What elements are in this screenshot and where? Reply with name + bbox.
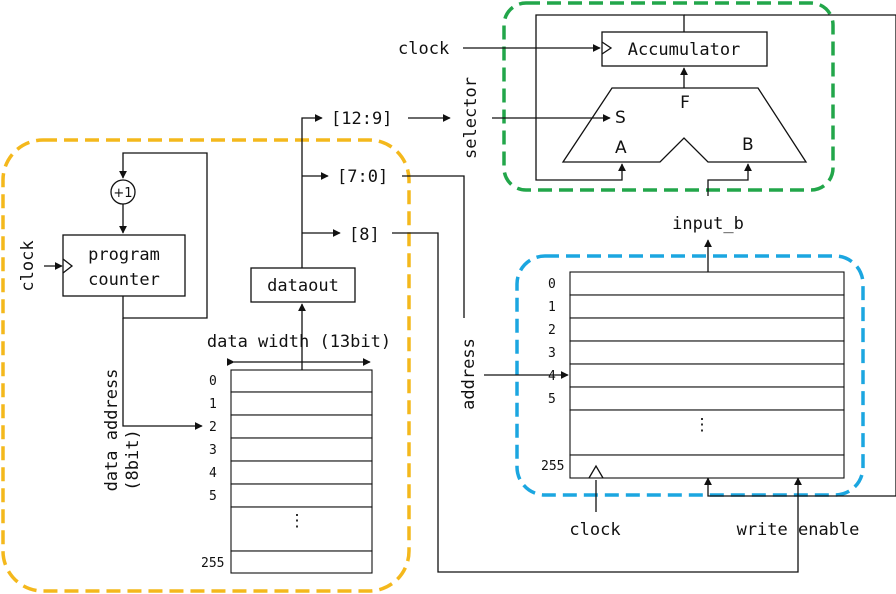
data-memory-row-label: 1 bbox=[548, 300, 556, 315]
data-memory-cell-5 bbox=[569, 386, 845, 411]
program-memory-row-label: 3 bbox=[209, 443, 217, 458]
data-memory-cell-2 bbox=[569, 317, 845, 342]
input-b-to-alu-wire bbox=[707, 163, 752, 196]
data-memory-cell-ellipsis bbox=[569, 409, 845, 456]
data-memory-cell-4 bbox=[569, 363, 845, 388]
program-memory-cell-255 bbox=[230, 550, 373, 574]
data-memory-address-label: address bbox=[459, 338, 479, 410]
increment-label: +1 bbox=[113, 186, 132, 201]
data-memory-cell-255 bbox=[569, 454, 845, 479]
selector-label: selector bbox=[461, 77, 481, 159]
program-memory-cell-4 bbox=[230, 460, 373, 485]
program-memory-cell-3 bbox=[230, 437, 373, 462]
accumulator-clock-label: clock bbox=[398, 39, 449, 59]
program-counter-box bbox=[62, 234, 186, 297]
field-operand-label: [7:0] bbox=[337, 167, 388, 187]
data-memory-cell-1 bbox=[569, 294, 845, 319]
alu-shape bbox=[561, 87, 808, 163]
data-memory-clock-label: clock bbox=[569, 520, 620, 540]
pc-feedback-wire bbox=[119, 152, 208, 319]
field-op-label: [12:9] bbox=[331, 109, 392, 129]
program-memory bbox=[230, 369, 373, 574]
pc-clock-triangle bbox=[62, 258, 74, 274]
field-write-bit-label: [8] bbox=[349, 225, 380, 245]
alu-select-label: S bbox=[615, 108, 626, 128]
program-memory-cell-1 bbox=[230, 391, 373, 416]
controller-region bbox=[1, 138, 411, 593]
accumulator-label: Accumulator bbox=[628, 40, 741, 60]
data-memory-row-label: 255 bbox=[541, 459, 564, 474]
alu-input-b-label: B bbox=[742, 135, 754, 155]
input-b-label: input_b bbox=[672, 214, 744, 234]
program-counter-line1: program bbox=[88, 245, 160, 265]
program-memory-cell-2 bbox=[230, 414, 373, 439]
data-memory-row-label: 5 bbox=[548, 392, 556, 407]
data-address-label-line2: (8bit) bbox=[123, 429, 143, 490]
program-memory-ellipsis: ⋮ bbox=[289, 511, 306, 531]
program-memory-row-label: 1 bbox=[209, 397, 217, 412]
program-memory-row-label: 0 bbox=[209, 374, 217, 389]
data-width-label: data width (13bit) bbox=[207, 332, 391, 352]
pc-to-memory-address-wire bbox=[122, 318, 203, 430]
data-memory-cell-0 bbox=[569, 271, 845, 296]
data-memory-row-label: 4 bbox=[548, 369, 556, 384]
data-memory bbox=[569, 271, 845, 479]
data-memory-clock-triangle bbox=[588, 464, 604, 479]
program-memory-row-label: 4 bbox=[209, 466, 217, 481]
data-memory-cell-3 bbox=[569, 340, 845, 365]
program-memory-row-label: 2 bbox=[209, 420, 217, 435]
program-memory-row-label: 255 bbox=[201, 556, 224, 571]
accumulator-region bbox=[502, 1, 835, 192]
write-enable-label: write enable bbox=[737, 520, 860, 540]
data-memory-region bbox=[515, 254, 865, 497]
dataout-box bbox=[250, 267, 356, 303]
accumulator-to-memory-wire bbox=[684, 14, 896, 497]
alu-input-a-label: A bbox=[615, 138, 627, 158]
field-operand-wire bbox=[402, 175, 465, 318]
program-memory-cell-ellipsis bbox=[230, 506, 373, 552]
program-memory-cell-5 bbox=[230, 483, 373, 508]
accumulator-feedback-wire bbox=[535, 14, 685, 181]
dataout-bus-op bbox=[301, 114, 323, 268]
accumulator-box bbox=[601, 31, 768, 67]
pc-clock-label: clock bbox=[18, 240, 38, 291]
program-counter-line2: counter bbox=[88, 270, 160, 290]
dataout-label: dataout bbox=[267, 276, 339, 296]
data-memory-row-label: 2 bbox=[548, 323, 556, 338]
data-memory-row-label: 0 bbox=[548, 277, 556, 292]
data-address-label-line1: data address bbox=[102, 369, 122, 492]
alu-output-label: F bbox=[680, 93, 690, 113]
data-memory-ellipsis: ⋮ bbox=[694, 415, 711, 435]
program-memory-row-label: 5 bbox=[209, 489, 217, 504]
program-memory-cell-0 bbox=[230, 369, 373, 393]
data-memory-row-label: 3 bbox=[548, 346, 556, 361]
accumulator-clock-triangle bbox=[601, 41, 613, 55]
field-write-bit-wire bbox=[392, 232, 802, 573]
